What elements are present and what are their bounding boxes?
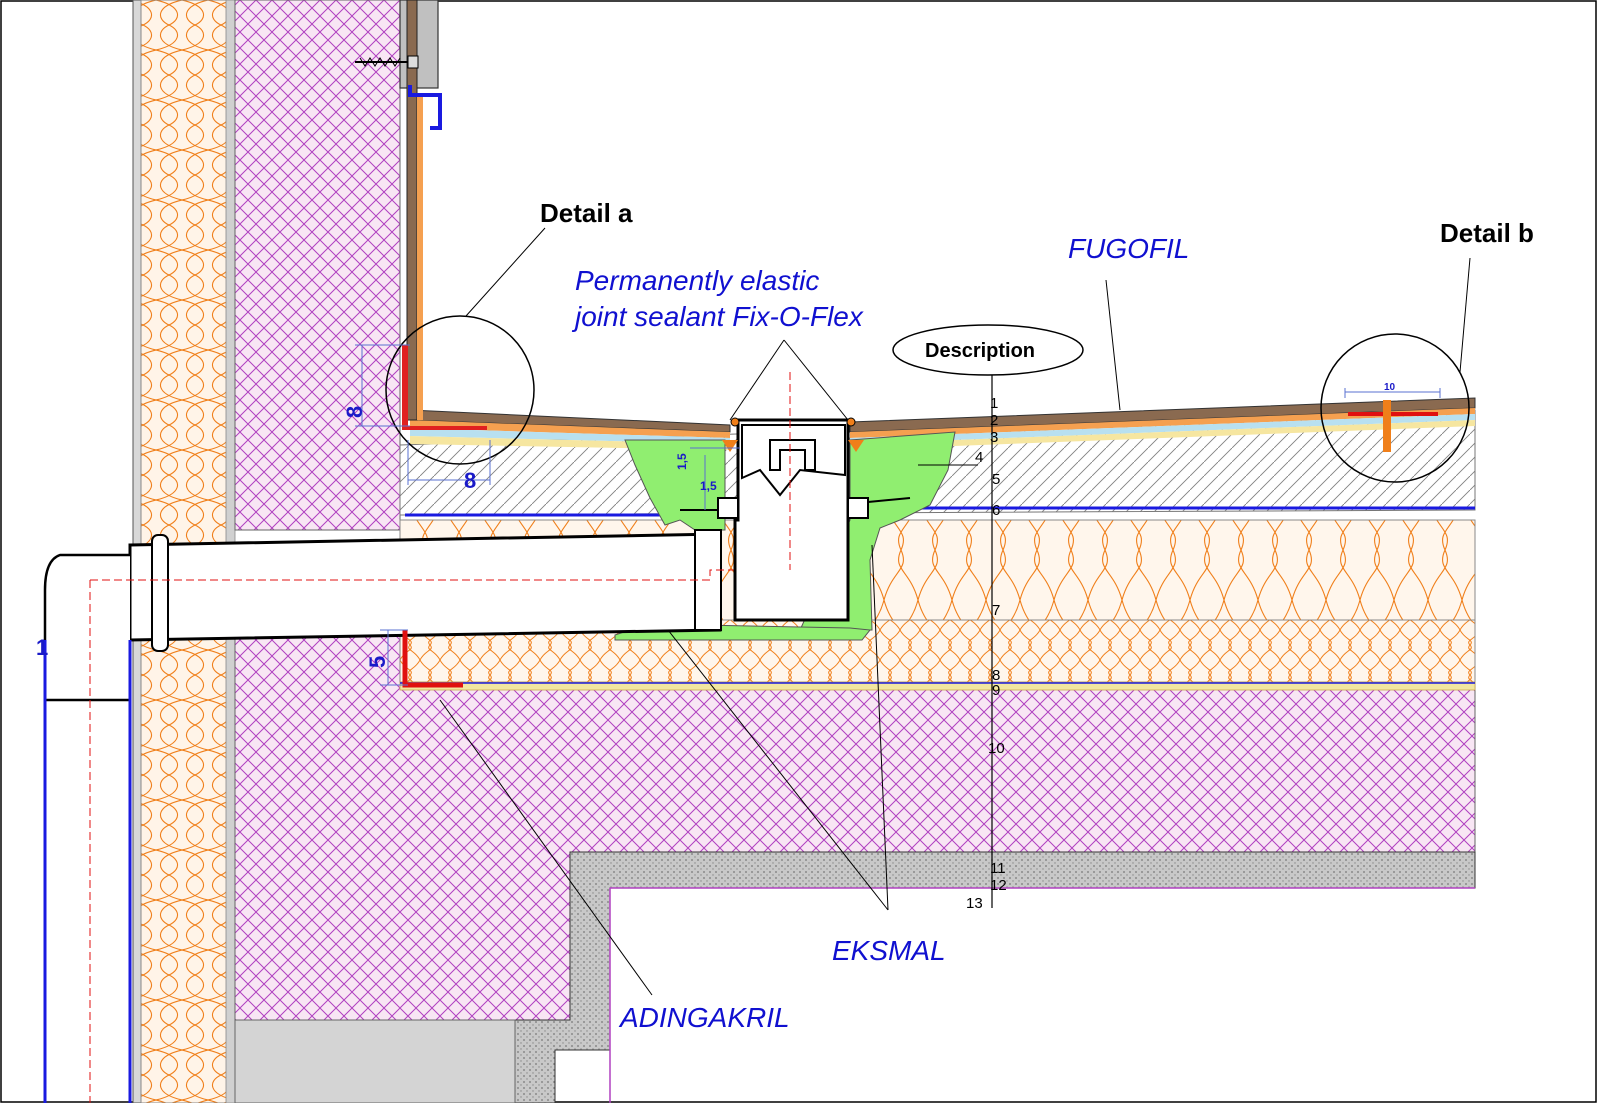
layer-num-7: 7 [992,602,1000,619]
dim-5: 5 [365,656,390,668]
layer-num-9: 9 [992,682,1000,699]
layer-num-1: 1 [990,395,998,412]
layer-num-2: 2 [990,412,998,429]
dim-1-5-horizontal: 1,5 [700,479,717,493]
layer-num-12: 12 [990,877,1007,894]
anchor-screw [355,55,419,69]
sealant-bead-left [722,440,738,452]
corner-tape-vertical [402,345,408,430]
layer-num-3: 3 [990,429,998,446]
pipe-centerline [90,569,792,581]
adhesive-right [850,408,1475,438]
parapet-cap [399,0,439,89]
vapour-barrier [399,681,1476,691]
dim-8-horizontal: 8 [464,468,476,493]
layer-num-5: 5 [992,471,1000,488]
leader-adingakril [439,699,653,996]
mortar-fill-left [624,439,726,531]
waterproofing-right [850,414,1475,444]
ceiling-concrete [514,851,1476,1104]
label-sealant-line2: joint sealant Fix-O-Flex [571,301,864,332]
dim-1-5-vertical: 1,5 [675,453,689,470]
leader-eksmal-2 [871,544,889,911]
detail-b-circle [1320,333,1470,483]
detail-a-circle [385,315,535,465]
leader-sealant-right [783,339,849,421]
leader-fugofil [1105,279,1121,411]
label-fugofil: FUGOFIL [1068,233,1189,264]
pipe-coupling [151,534,169,652]
layer-numbers: 1 2 3 4 5 6 7 8 9 10 11 12 13 [966,395,1007,912]
leader-detail-a [465,227,546,317]
metal-flashing [408,85,442,130]
layer-num-11: 11 [990,860,1006,877]
parapet-masonry [234,0,401,531]
leader-eksmal-1 [667,629,889,911]
label-eksmal: EKSMAL [832,935,946,966]
dim-8-vertical: 8 [342,406,367,418]
thermal-insulation-lower [399,619,1476,683]
label-adingakril: ADINGAKRIL [618,1002,790,1033]
label-detail-a: Detail a [540,198,633,228]
primer-right [850,420,1475,450]
label-detail-b: Detail b [1440,218,1534,248]
parapet-adhesive [417,95,423,420]
description-ellipse [892,324,1084,376]
joint-profile [1383,400,1391,452]
dimension-lines [355,344,1441,686]
sealant-dot-right [846,417,856,427]
layer-num-13: 13 [966,895,983,912]
sealant-dot-left [730,417,740,427]
label-sealant-line1: Permanently elastic [575,265,819,296]
layer-num-6: 6 [992,502,1000,519]
drain-pipe-elbow [43,553,130,702]
dim-1: 1 [36,635,48,660]
adhesive-left [410,420,730,438]
roof-drain-body [680,418,911,622]
drain-pipe-horizontal [128,532,722,642]
lower-wall-block [234,1019,516,1104]
layer-num-8: 8 [992,667,1000,684]
dim-10: 10 [1384,382,1396,393]
layer-num-10: 10 [988,740,1005,757]
joint-strip [1348,412,1438,416]
label-description: Description [925,340,1035,362]
leader-detail-b [1459,257,1471,373]
sealant-bead-right [848,440,864,452]
layer-num-4: 4 [975,449,983,466]
corner-tape-horizontal [402,426,487,430]
leader-sealant-left [729,339,785,421]
